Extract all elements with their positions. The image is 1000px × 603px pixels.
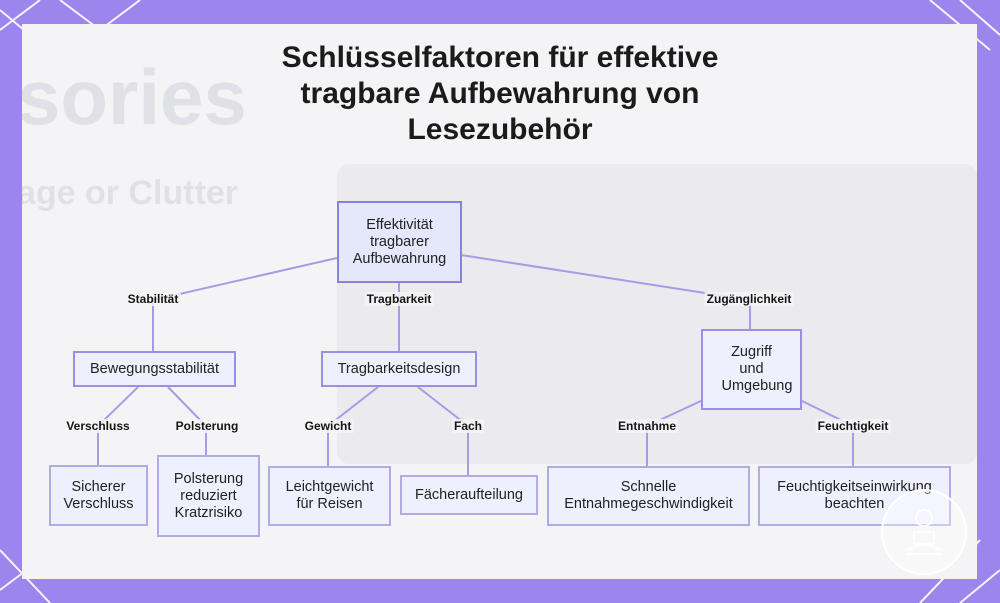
edge-label-polsterung: Polsterung xyxy=(173,419,241,433)
edge-label-zugaenglichkeit: Zugänglichkeit xyxy=(704,292,794,306)
reader-logo-icon xyxy=(881,489,967,575)
node-root: Effektivität tragbarer Aufbewahrung xyxy=(337,201,462,283)
edge-label-feuchtigkeit: Feuchtigkeit xyxy=(815,419,891,433)
diagram-title: Schlüsselfaktoren für effektive tragbare… xyxy=(0,40,1000,148)
background-text-1: sories xyxy=(22,53,247,141)
node-feuchtigkeit: Feuchtigkeitseinwirkung beachten xyxy=(758,466,951,526)
edge-label-gewicht: Gewicht xyxy=(302,419,354,433)
background-text-2: age or Clutter xyxy=(22,174,239,212)
edge-entnahme xyxy=(646,399,704,468)
edge-label-verschluss: Verschluss xyxy=(64,419,132,433)
node-faecher: Fächeraufteilung xyxy=(400,475,538,515)
edge-label-entnahme: Entnahme xyxy=(615,419,679,433)
edge-label-tragbarkeit: Tragbarkeit xyxy=(364,292,434,306)
node-bewegungsstabilitaet: Bewegungsstabilität xyxy=(73,351,236,387)
node-entnahme: Schnelle Entnahmegeschwindigkeit xyxy=(547,466,750,526)
title-line-1: Schlüsselfaktoren für effektive xyxy=(281,41,719,74)
edge-label-stabilitaet: Stabilität xyxy=(125,292,181,306)
edge-label-fach: Fach xyxy=(451,419,485,433)
node-verschluss: Sicherer Verschluss xyxy=(49,465,148,526)
node-polsterung: Polsterung reduziert Kratzrisiko xyxy=(157,455,260,537)
title-line-2: tragbare Aufbewahrung von xyxy=(300,77,700,110)
node-zugriff: Zugriff und Umgebung xyxy=(701,329,802,410)
node-tragbarkeitsdesign: Tragbarkeitsdesign xyxy=(321,351,477,387)
edge-feuchtigkeit xyxy=(799,399,854,468)
title-line-3: Lesezubehör xyxy=(407,113,593,146)
edge-stabilitaet xyxy=(152,257,338,352)
node-leichtgewicht: Leichtgewicht für Reisen xyxy=(268,466,391,526)
